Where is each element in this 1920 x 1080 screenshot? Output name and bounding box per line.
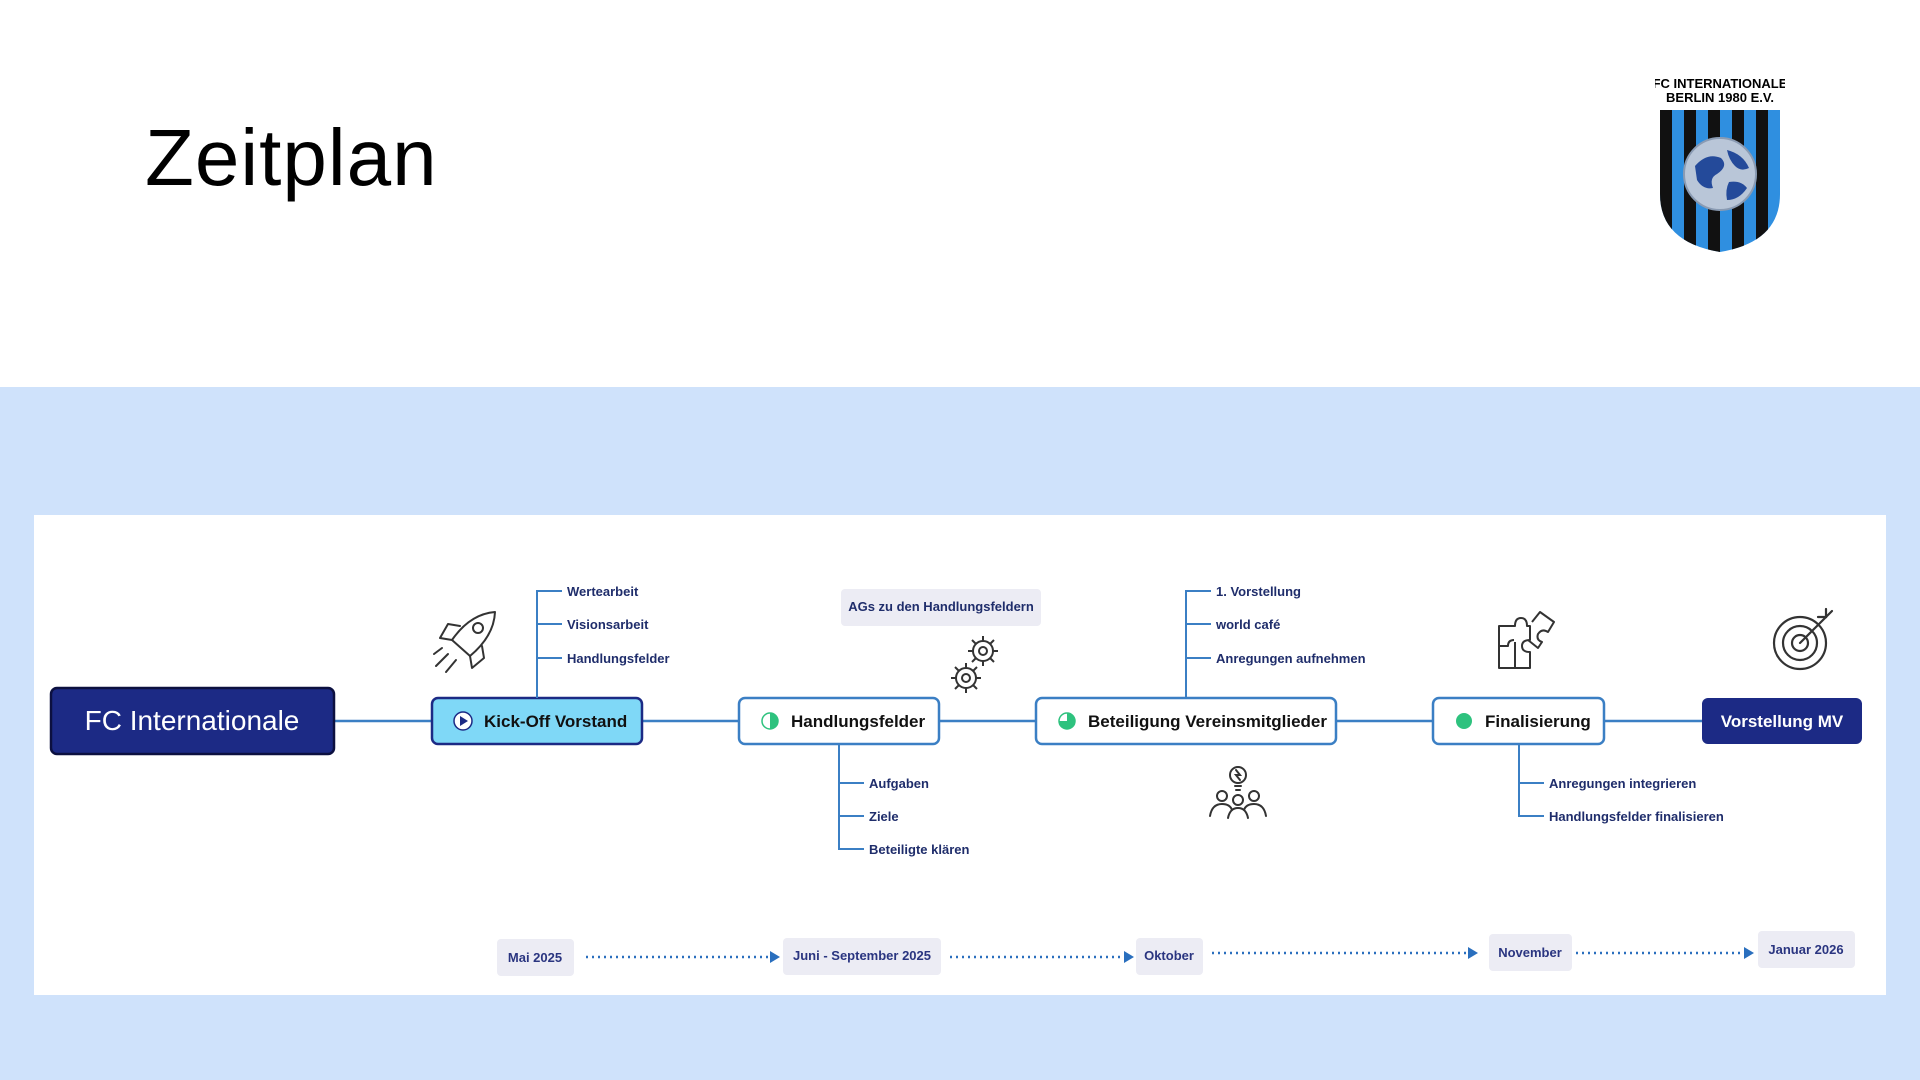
finalisierung-item: Anregungen integrieren	[1549, 776, 1696, 791]
timeline-arrowheads	[770, 947, 1754, 963]
timeline-chip: Juni - September 2025	[783, 938, 941, 975]
three-quarter-circle-icon	[1058, 712, 1076, 730]
node-handlungsfelder-label: Handlungsfelder	[791, 712, 926, 731]
node-beteiligung-label: Beteiligung Vereinsmitglieder	[1088, 712, 1327, 731]
timeline-chip-label: Mai 2025	[508, 950, 562, 965]
node-vorstellung: Vorstellung MV	[1702, 698, 1862, 744]
timeline-chip-label: November	[1498, 945, 1562, 960]
finalisierung-branches	[1518, 744, 1544, 817]
root-node: FC Internationale	[49, 686, 336, 756]
handlungsfelder-note-label: AGs zu den Handlungsfeldern	[848, 599, 1034, 614]
target-icon	[1772, 607, 1834, 671]
handlungsfelder-branches	[838, 744, 864, 850]
half-circle-icon	[761, 712, 779, 730]
timeline-chip-label: Oktober	[1144, 948, 1194, 963]
node-kickoff: Kick-Off Vorstand	[430, 696, 644, 746]
timeline-chip: November	[1489, 934, 1572, 971]
finalisierung-item: Handlungsfelder finalisieren	[1549, 809, 1724, 824]
node-handlungsfelder: Handlungsfelder	[737, 696, 941, 746]
node-kickoff-label: Kick-Off Vorstand	[484, 712, 627, 731]
handlungsfelder-item: Beteiligte klären	[869, 842, 969, 857]
timeline-chip: Januar 2026	[1758, 931, 1855, 968]
kickoff-branches	[536, 590, 562, 698]
handlungsfelder-item: Ziele	[869, 809, 899, 824]
full-circle-icon	[1456, 713, 1472, 729]
svg-text:BERLIN 1980 E.V.: BERLIN 1980 E.V.	[1666, 90, 1774, 105]
gears-icon	[951, 636, 998, 693]
rocket-icon	[433, 611, 496, 673]
handlungsfelder-item: Aufgaben	[869, 776, 929, 791]
timeline-chip-label: Juni - September 2025	[793, 948, 931, 963]
svg-text:FC INTERNATIONALE: FC INTERNATIONALE	[1655, 76, 1785, 91]
kickoff-item: Handlungsfelder	[567, 651, 670, 666]
node-finalisierung: Finalisierung	[1431, 696, 1606, 746]
handlungsfelder-note: AGs zu den Handlungsfeldern	[841, 589, 1041, 626]
beteiligung-branches	[1185, 590, 1211, 698]
puzzle-icon	[1498, 611, 1555, 669]
beteiligung-item: 1. Vorstellung	[1216, 584, 1301, 599]
kickoff-item: Wertearbeit	[567, 584, 639, 599]
beteiligung-item: Anregungen aufnehmen	[1216, 651, 1366, 666]
beteiligung-item: world café	[1215, 617, 1280, 632]
node-beteiligung: Beteiligung Vereinsmitglieder	[1034, 696, 1338, 746]
timeline-chip-label: Januar 2026	[1768, 942, 1843, 957]
root-node-label: FC Internationale	[85, 705, 300, 736]
timeline-chip: Mai 2025	[497, 939, 574, 976]
play-circle-icon	[453, 711, 473, 731]
node-vorstellung-label: Vorstellung MV	[1721, 712, 1844, 731]
kickoff-item: Visionsarbeit	[567, 617, 649, 632]
timeline-chip: Oktober	[1136, 938, 1203, 975]
page-title: Zeitplan	[145, 113, 438, 202]
node-finalisierung-label: Finalisierung	[1485, 712, 1591, 731]
club-logo: FC INTERNATIONALE BERLIN 1980 E.V.	[1655, 76, 1785, 252]
timeline-arrows	[586, 951, 1744, 959]
people-idea-icon	[1209, 766, 1267, 819]
